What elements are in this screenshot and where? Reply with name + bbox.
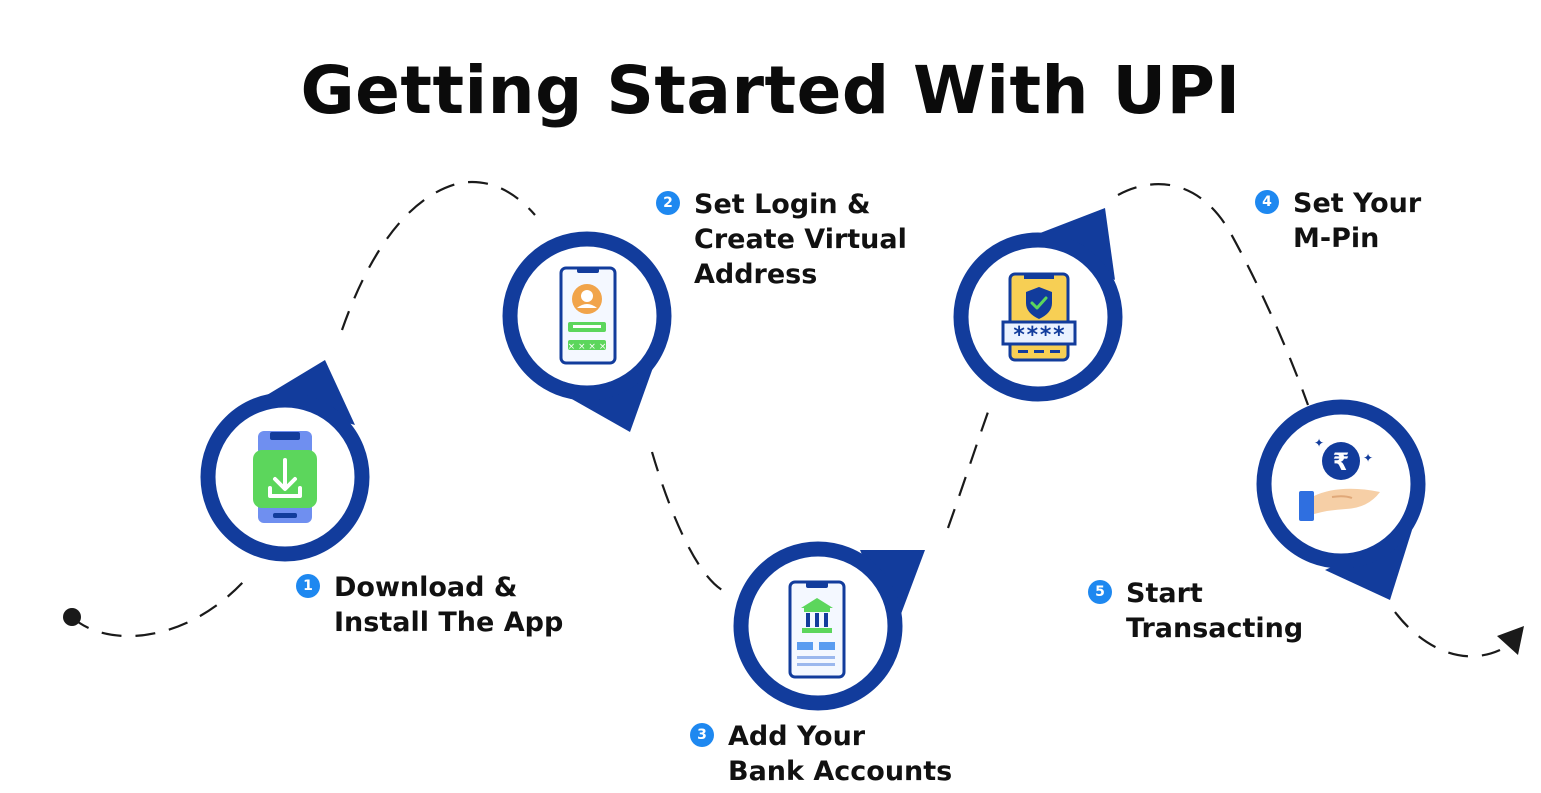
svg-text:✦: ✦	[1314, 436, 1324, 450]
journey-path	[71, 180, 1501, 658]
step-5-line-1: Start	[1126, 578, 1203, 609]
profile-phone-icon: × × × ×	[559, 266, 617, 365]
step-2-label: 2 Set Login & Create Virtual Address	[656, 187, 907, 292]
step-4-line-2: M-Pin	[1293, 223, 1380, 254]
step-1-line-2: Install The App	[334, 607, 564, 638]
step-4-line-1: Set Your	[1293, 188, 1422, 219]
step-2-line-3: Address	[694, 259, 818, 290]
page-title: Getting Started With UPI	[300, 52, 1241, 129]
step-3-line-1: Add Your	[728, 721, 866, 752]
step-2-badge: 2	[656, 191, 680, 215]
path-end-arrow	[1497, 626, 1524, 655]
step-1-label: 1 Download & Install The App	[296, 570, 563, 640]
step-3-label: 3 Add Your Bank Accounts	[690, 719, 952, 789]
step-1-line-1: Download &	[334, 572, 518, 603]
step-4-label: 4 Set Your M-Pin	[1255, 186, 1421, 256]
bank-phone-icon	[788, 580, 846, 679]
step-3-line-2: Bank Accounts	[728, 756, 953, 787]
pin-shield-icon: ****	[1001, 272, 1077, 362]
svg-text:✦: ✦	[1363, 451, 1373, 465]
step-2-line-2: Create Virtual	[694, 224, 907, 255]
step-5-line-2: Transacting	[1126, 613, 1304, 644]
rupee-symbol: ₹	[1333, 448, 1350, 476]
step-5-label: 5 Start Transacting	[1088, 576, 1303, 646]
step-5-badge: 5	[1088, 580, 1112, 604]
step-2-line-1: Set Login &	[694, 189, 871, 220]
svg-text:× × × ×: × × × ×	[568, 342, 607, 352]
step-4-badge: 4	[1255, 190, 1279, 214]
pin-mask-text: ****	[1013, 323, 1066, 348]
path-start-dot	[63, 608, 81, 626]
step-1-badge: 1	[296, 574, 320, 598]
download-app-icon	[253, 431, 317, 523]
step-3-badge: 3	[690, 723, 714, 747]
rupee-hand-icon: ✦ ✦ ₹	[1299, 436, 1380, 521]
step-5-marker	[1256, 399, 1426, 600]
